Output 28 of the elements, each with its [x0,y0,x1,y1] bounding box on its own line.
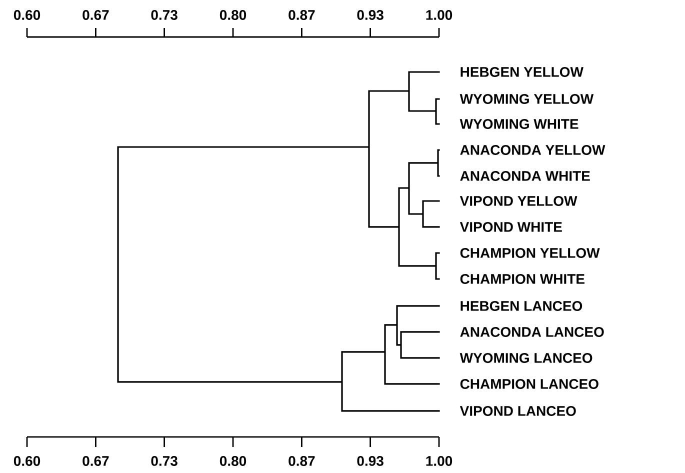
tick-label: 0.93 [357,456,384,466]
tick-label: 0.60 [14,10,40,20]
tick-label: 0.80 [220,456,246,466]
tick-label: 0.93 [357,10,384,20]
leaf-label: WYOMING YELLOW [460,94,594,104]
leaf-label: HEBGEN YELLOW [460,67,584,77]
leaf-label: ANACONDA WHITE [460,171,590,181]
tick-label: 0.80 [220,10,246,20]
leaf-label: ANACONDA YELLOW [460,145,606,155]
leaf-label: CHAMPION LANCEO [460,379,598,389]
tick-label: 0.87 [288,456,315,466]
leaf-label: CHAMPION YELLOW [460,248,600,258]
tick-label: 1.00 [426,10,452,20]
leaf-label: WYOMING LANCEO [460,353,592,363]
leaf-label: WYOMING WHITE [460,119,578,129]
leaf-label: CHAMPION WHITE [460,274,584,284]
tick-label: 0.73 [151,10,178,20]
tick-label: 1.00 [426,456,452,466]
tick-label: 0.60 [14,456,40,466]
tick-label: 0.73 [151,456,178,466]
tick-label: 0.67 [82,10,109,20]
tick-label: 0.67 [82,456,109,466]
leaf-label: ANACONDA LANCEO [460,327,604,337]
leaf-label: VIPOND WHITE [460,222,562,232]
leaf-label: VIPOND YELLOW [460,196,578,206]
leaf-label: HEBGEN LANCEO [460,301,582,311]
leaf-label: VIPOND LANCEO [460,406,576,416]
tick-label: 0.87 [288,10,315,20]
